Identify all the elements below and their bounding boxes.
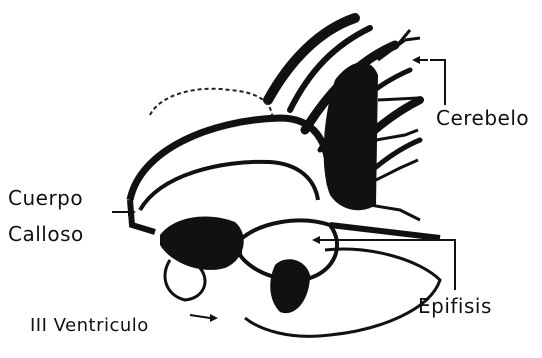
- corpus-callosum: [130, 118, 330, 232]
- label-epifisis: Epifisis: [418, 296, 492, 316]
- label-cuerpo-calloso-line2: Calloso: [8, 224, 84, 244]
- label-iii-ventriculo: III Ventriculo: [30, 317, 149, 335]
- label-cerebelo: Cerebelo: [436, 108, 529, 128]
- label-cuerpo-calloso-line1: Cuerpo: [8, 188, 83, 208]
- thalamus-region: [160, 216, 440, 336]
- cerebellum-dark-region: [324, 62, 378, 210]
- hemisphere-outline: [150, 89, 272, 115]
